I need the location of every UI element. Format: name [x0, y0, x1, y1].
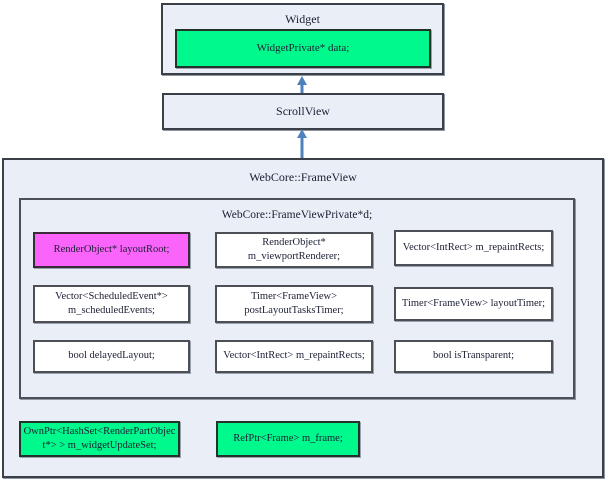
frameview-class-title: WebCore::FrameView	[249, 170, 357, 184]
member-cell-delayed-layout: bool delayedLayout;	[33, 340, 190, 373]
member-cell-scheduled-events: Vector<ScheduledEvent*> m_scheduledEvent…	[33, 285, 190, 323]
member-cell-layout-root: RenderObject* layoutRoot;	[33, 232, 190, 268]
widget-private-data-field: WidgetPrivate* data;	[175, 29, 431, 68]
member-cell-is-transparent: bool isTransparent;	[394, 340, 553, 373]
member-cell-frame: RefPtr<Frame> m_frame;	[216, 421, 360, 457]
inheritance-arrow-scrollview-to-widget-icon	[295, 76, 309, 94]
widget-class-box: Widget WidgetPrivate* data;	[161, 3, 444, 75]
member-cell-viewport-renderer: RenderObject* m_viewportRenderer;	[215, 232, 373, 268]
scrollview-class-box: ScrollView	[162, 93, 444, 130]
frameview-private-box: WebCore::FrameViewPrivate*d; RenderObjec…	[19, 198, 575, 399]
frameview-class-box: WebCore::FrameView WebCore::FrameViewPri…	[2, 158, 604, 478]
frameview-private-title: WebCore::FrameViewPrivate*d;	[221, 209, 373, 221]
member-cell-repaint-rects-2: Vector<IntRect> m_repaintRects;	[215, 340, 373, 373]
widget-class-title: Widget	[285, 12, 320, 26]
member-cell-repaint-rects-1: Vector<IntRect> m_repaintRects;	[394, 230, 553, 266]
member-cell-layout-timer: Timer<FrameView> layoutTimer;	[394, 287, 553, 321]
scrollview-class-title: ScrollView	[276, 104, 330, 118]
member-cell-widget-update-set: OwnPtr<HashSet<RenderPartObject*> > m_wi…	[19, 421, 180, 457]
member-cell-post-layout-tasks-timer: Timer<FrameView> postLayoutTasksTimer;	[215, 285, 373, 323]
inheritance-arrow-frameview-to-scrollview-icon	[295, 129, 309, 158]
